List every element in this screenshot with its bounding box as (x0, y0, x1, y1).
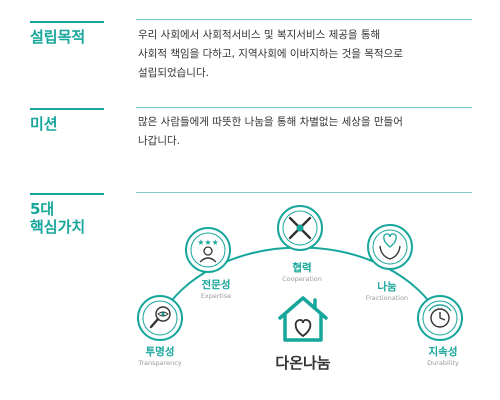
value-en-label: Durability (427, 359, 459, 367)
value-en-label: Fractionation (365, 294, 409, 302)
magnifier-eye-icon (137, 295, 183, 341)
value-en-label: Transparency (138, 359, 182, 367)
value-ko-label: 투명성 (145, 346, 175, 358)
purpose-line: 사회적 책임을 다하고, 지역사회에 이바지하는 것을 목적으로 (138, 48, 403, 60)
value-ko-label: 지속성 (428, 346, 458, 358)
value-durability: 지속성 Durability (398, 346, 488, 368)
purpose-text: 우리 사회에서 사회적서비스 및 복지서비스 제공을 통해 사회적 책임을 다하… (138, 26, 473, 83)
brand-name: 다온나눔 (275, 354, 331, 372)
mission-text: 많은 사람들에게 따뜻한 나눔을 통해 차별없는 세상을 만들어 나갑니다. (138, 113, 473, 151)
hands-heart-icon (367, 224, 413, 270)
joined-hands-icon (277, 205, 323, 251)
mission-title-rule (30, 108, 104, 110)
mission-line: 나갑니다. (138, 135, 180, 147)
purpose-line: 설립되었습니다. (138, 67, 209, 79)
purpose-title-rule (30, 21, 104, 23)
purpose-title: 설립목적 (30, 28, 86, 46)
core-values-title-block: 5대 핵심가치 (30, 193, 104, 236)
svg-text:★★★: ★★★ (197, 238, 219, 247)
mission-line: 많은 사람들에게 따뜻한 나눔을 통해 차별없는 세상을 만들어 (138, 116, 403, 128)
value-transparency: 투명성 Transparency (115, 346, 205, 368)
mission-title-block: 미션 (30, 108, 104, 133)
core-values-divider (136, 192, 472, 193)
person-stars-icon: ★★★ (185, 227, 231, 273)
value-expertise: 전문성 Expertise (171, 279, 261, 301)
value-cooperation: 협력 Cooperation (257, 262, 347, 284)
value-ko-label: 협력 (292, 262, 312, 274)
core-values-title-line: 5대 (30, 200, 55, 218)
value-ko-label: 나눔 (377, 281, 397, 293)
value-ko-label: 전문성 (201, 279, 231, 291)
core-values-title-rule (30, 193, 104, 195)
mission-divider (136, 107, 472, 108)
house-heart-icon (278, 296, 328, 342)
purpose-title-block: 설립목적 (30, 21, 104, 46)
value-en-label: Expertise (200, 292, 232, 300)
value-en-label: Cooperation (282, 275, 322, 283)
value-fractionation: 나눔 Fractionation (342, 281, 432, 303)
core-values-title-line: 핵심가치 (30, 218, 86, 236)
purpose-divider (136, 19, 472, 20)
purpose-line: 우리 사회에서 사회적서비스 및 복지서비스 제공을 통해 (138, 29, 381, 41)
clock-cycle-icon (417, 295, 463, 341)
mission-title: 미션 (30, 115, 58, 133)
